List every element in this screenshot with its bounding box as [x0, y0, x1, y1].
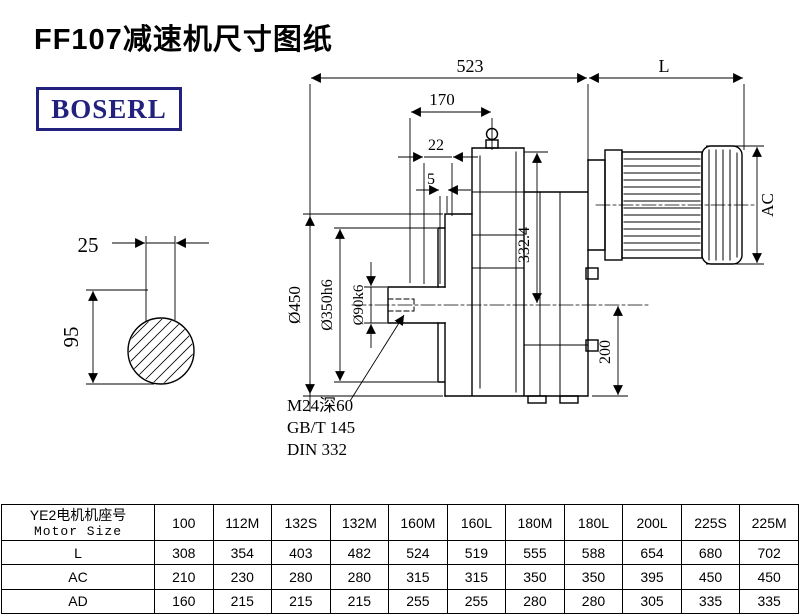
- header-cn: YE2电机机座号: [29, 506, 127, 523]
- row-label: AC: [1, 564, 155, 590]
- dim-label-450: Ø450: [285, 286, 304, 324]
- dim-523: 523: [309, 56, 589, 412]
- dim-shaft-dia-90: Ø90k6: [351, 262, 387, 348]
- dim-5: 5: [416, 171, 471, 284]
- tapped-hole-hidden-lines: [387, 298, 415, 312]
- output-flange: [437, 213, 473, 397]
- dimension-value: 230: [212, 564, 273, 590]
- motor-size-column: 160M: [388, 504, 448, 541]
- dim-label-22: 22: [428, 137, 444, 154]
- dim-flange-dia-450: Ø450: [285, 213, 443, 397]
- note-din: DIN 332: [287, 440, 347, 459]
- dimension-value: 160: [154, 588, 214, 614]
- motor-size-header: YE2电机机座号 Motor Size: [1, 504, 155, 541]
- foot-tab-left: [527, 395, 547, 404]
- dimension-value: 524: [388, 539, 448, 566]
- dim-200: 200: [592, 306, 628, 397]
- oil-plug-lower: [585, 339, 599, 352]
- motor-fins: [623, 158, 701, 251]
- dimension-value: 519: [446, 539, 507, 566]
- dim-label-25: 25: [78, 233, 99, 257]
- dimension-value: 215: [329, 588, 390, 614]
- motor-size-column: 225M: [739, 504, 799, 541]
- dimension-value: 308: [154, 539, 214, 566]
- dim-label-90: Ø90k6: [351, 284, 367, 325]
- dim-label-523: 523: [457, 56, 484, 76]
- fan-cowl-ribs: [708, 149, 738, 261]
- dimension-value: 210: [154, 564, 214, 590]
- note-gbt: GB/T 145: [287, 418, 355, 437]
- dim-key-width: 25: [78, 233, 209, 321]
- dim-label-332-4: 332.4: [516, 227, 533, 263]
- motor-size-column: 180M: [505, 504, 565, 541]
- dimension-value: 215: [271, 588, 331, 614]
- dim-label-AC: AC: [758, 193, 777, 217]
- dimension-value: 350: [563, 564, 624, 590]
- motor-size-column: 100: [154, 504, 214, 541]
- dimension-value: 335: [739, 588, 799, 614]
- note-thread: M24深60: [287, 396, 353, 415]
- dimension-value: 450: [739, 564, 799, 590]
- dim-label-5: 5: [427, 171, 435, 188]
- dimension-value: 315: [446, 564, 507, 590]
- dim-AC: AC: [706, 145, 777, 265]
- dimension-value: 335: [680, 588, 741, 614]
- dimension-value: 255: [446, 588, 507, 614]
- gearbox-dimension-drawing: 25 95: [59, 56, 777, 459]
- page-title: FF107减速机尺寸图纸: [34, 24, 333, 56]
- dimension-value: 255: [388, 588, 448, 614]
- dimension-value: 350: [505, 564, 565, 590]
- motor-size-column: 225S: [680, 504, 741, 541]
- shaft-end-view: [127, 317, 195, 385]
- dimension-value: 280: [329, 564, 390, 590]
- dimension-value: 354: [212, 539, 273, 566]
- dimension-value: 588: [563, 539, 624, 566]
- foot-tab-right: [559, 395, 579, 404]
- dimension-value: 215: [212, 588, 273, 614]
- dimension-value: 315: [388, 564, 448, 590]
- dimension-value: 280: [563, 588, 624, 614]
- dimension-value: 450: [680, 564, 741, 590]
- dimension-value: 280: [505, 588, 565, 614]
- dim-L: L: [589, 56, 745, 150]
- housing-ribs: [472, 151, 589, 397]
- dim-label-95: 95: [59, 327, 83, 348]
- dim-label-200: 200: [597, 340, 614, 364]
- dimension-value: 654: [622, 539, 682, 566]
- dim-shaft-height: 95: [59, 289, 154, 385]
- dimension-value: 280: [271, 564, 331, 590]
- dimension-value: 482: [329, 539, 390, 566]
- row-label: AD: [1, 588, 155, 614]
- thread-notes: M24深60 GB/T 145 DIN 332: [287, 314, 405, 459]
- header-en: Motor Size: [33, 523, 122, 539]
- dim-label-350: Ø350h6: [319, 279, 336, 331]
- motor-size-column: 200L: [622, 504, 682, 541]
- row-label: L: [1, 539, 155, 566]
- dimension-value: 395: [622, 564, 682, 590]
- motor-size-column: 112M: [212, 504, 273, 541]
- dimension-value: 305: [622, 588, 682, 614]
- dimension-value: 702: [739, 539, 799, 566]
- motor-size-column: 160L: [446, 504, 507, 541]
- gearbox-side-view: [351, 127, 757, 404]
- dimension-value: 403: [271, 539, 331, 566]
- dim-label-170: 170: [429, 90, 455, 109]
- motor-size-column: 180L: [563, 504, 624, 541]
- dimension-value: 555: [505, 539, 565, 566]
- brand-logo: BOSERL: [36, 87, 182, 131]
- dimension-value: 680: [680, 539, 741, 566]
- dim-label-L: L: [659, 56, 670, 76]
- motor-size-column: 132S: [271, 504, 331, 541]
- dim-332-4: 332.4: [516, 151, 548, 303]
- dim-spigot-dia-350: Ø350h6: [319, 227, 437, 383]
- motor-size-column: 132M: [329, 504, 390, 541]
- oil-plug-upper: [585, 267, 599, 280]
- dim-170: 170: [409, 90, 493, 283]
